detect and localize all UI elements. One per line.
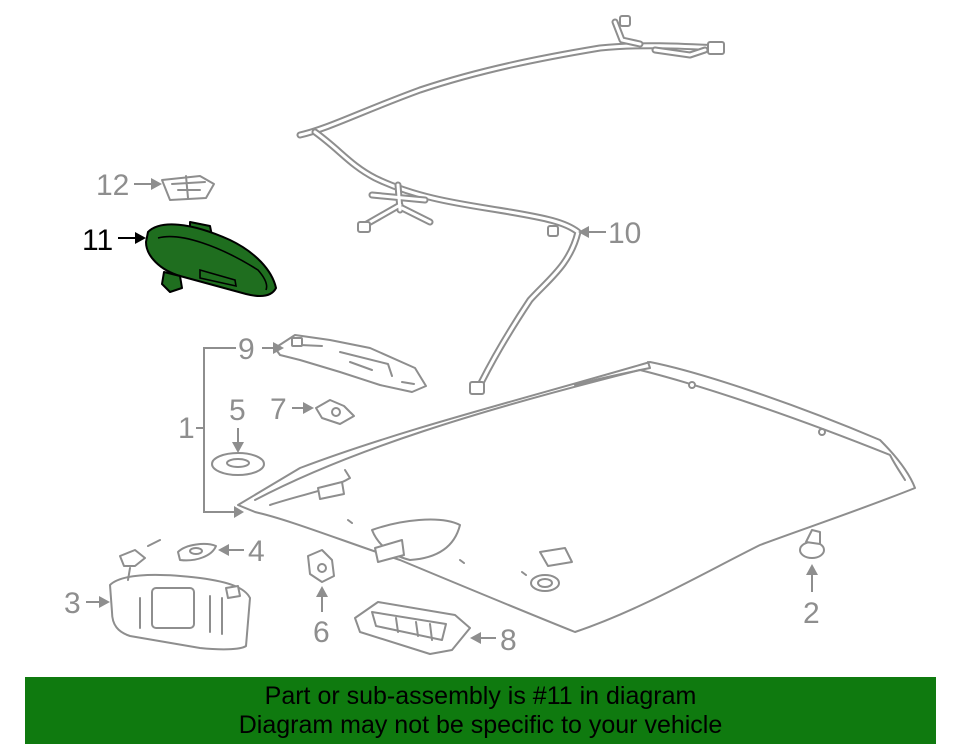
pad-part-4[interactable] [177,543,217,562]
banner-line-1: Part or sub-assembly is #11 in diagram [264,681,697,710]
label-2[interactable]: 2 [803,597,820,630]
rearview-mirror-part-11[interactable] [145,221,277,297]
clip-part-7[interactable] [315,399,355,425]
callout-labels: 12 11 10 9 7 5 1 4 3 6 8 2 [64,169,820,657]
banner-line-2: Diagram may not be specific to your vehi… [238,710,723,739]
info-banner: Part or sub-assembly is #11 in diagram D… [25,677,936,744]
callout-bracket-part-1 [196,347,244,518]
headliner-panel[interactable] [237,361,916,633]
label-8[interactable]: 8 [500,624,517,657]
grommet-part-5[interactable] [211,452,265,476]
parts-diagram: 12 11 10 9 7 5 1 4 3 6 8 2 [64,15,916,657]
sun-visor-part-3[interactable] [109,539,251,651]
callout-arrows [86,178,818,644]
label-12[interactable]: 12 [96,169,129,202]
label-4[interactable]: 4 [248,535,265,568]
push-pin-part-2[interactable] [799,529,825,559]
label-7[interactable]: 7 [270,393,287,426]
console-bracket-part-9[interactable] [274,334,427,393]
label-11[interactable]: 11 [82,224,113,257]
wiring-harness-part-10[interactable] [296,15,725,395]
label-5[interactable]: 5 [229,394,246,427]
label-6[interactable]: 6 [313,616,330,649]
bracket-part-12[interactable] [161,175,215,201]
dome-lamp-part-8[interactable] [354,601,471,655]
label-10[interactable]: 10 [608,217,641,250]
label-3[interactable]: 3 [64,587,81,620]
label-9[interactable]: 9 [238,333,255,366]
label-1[interactable]: 1 [178,412,195,445]
retainer-part-6[interactable] [307,549,335,583]
